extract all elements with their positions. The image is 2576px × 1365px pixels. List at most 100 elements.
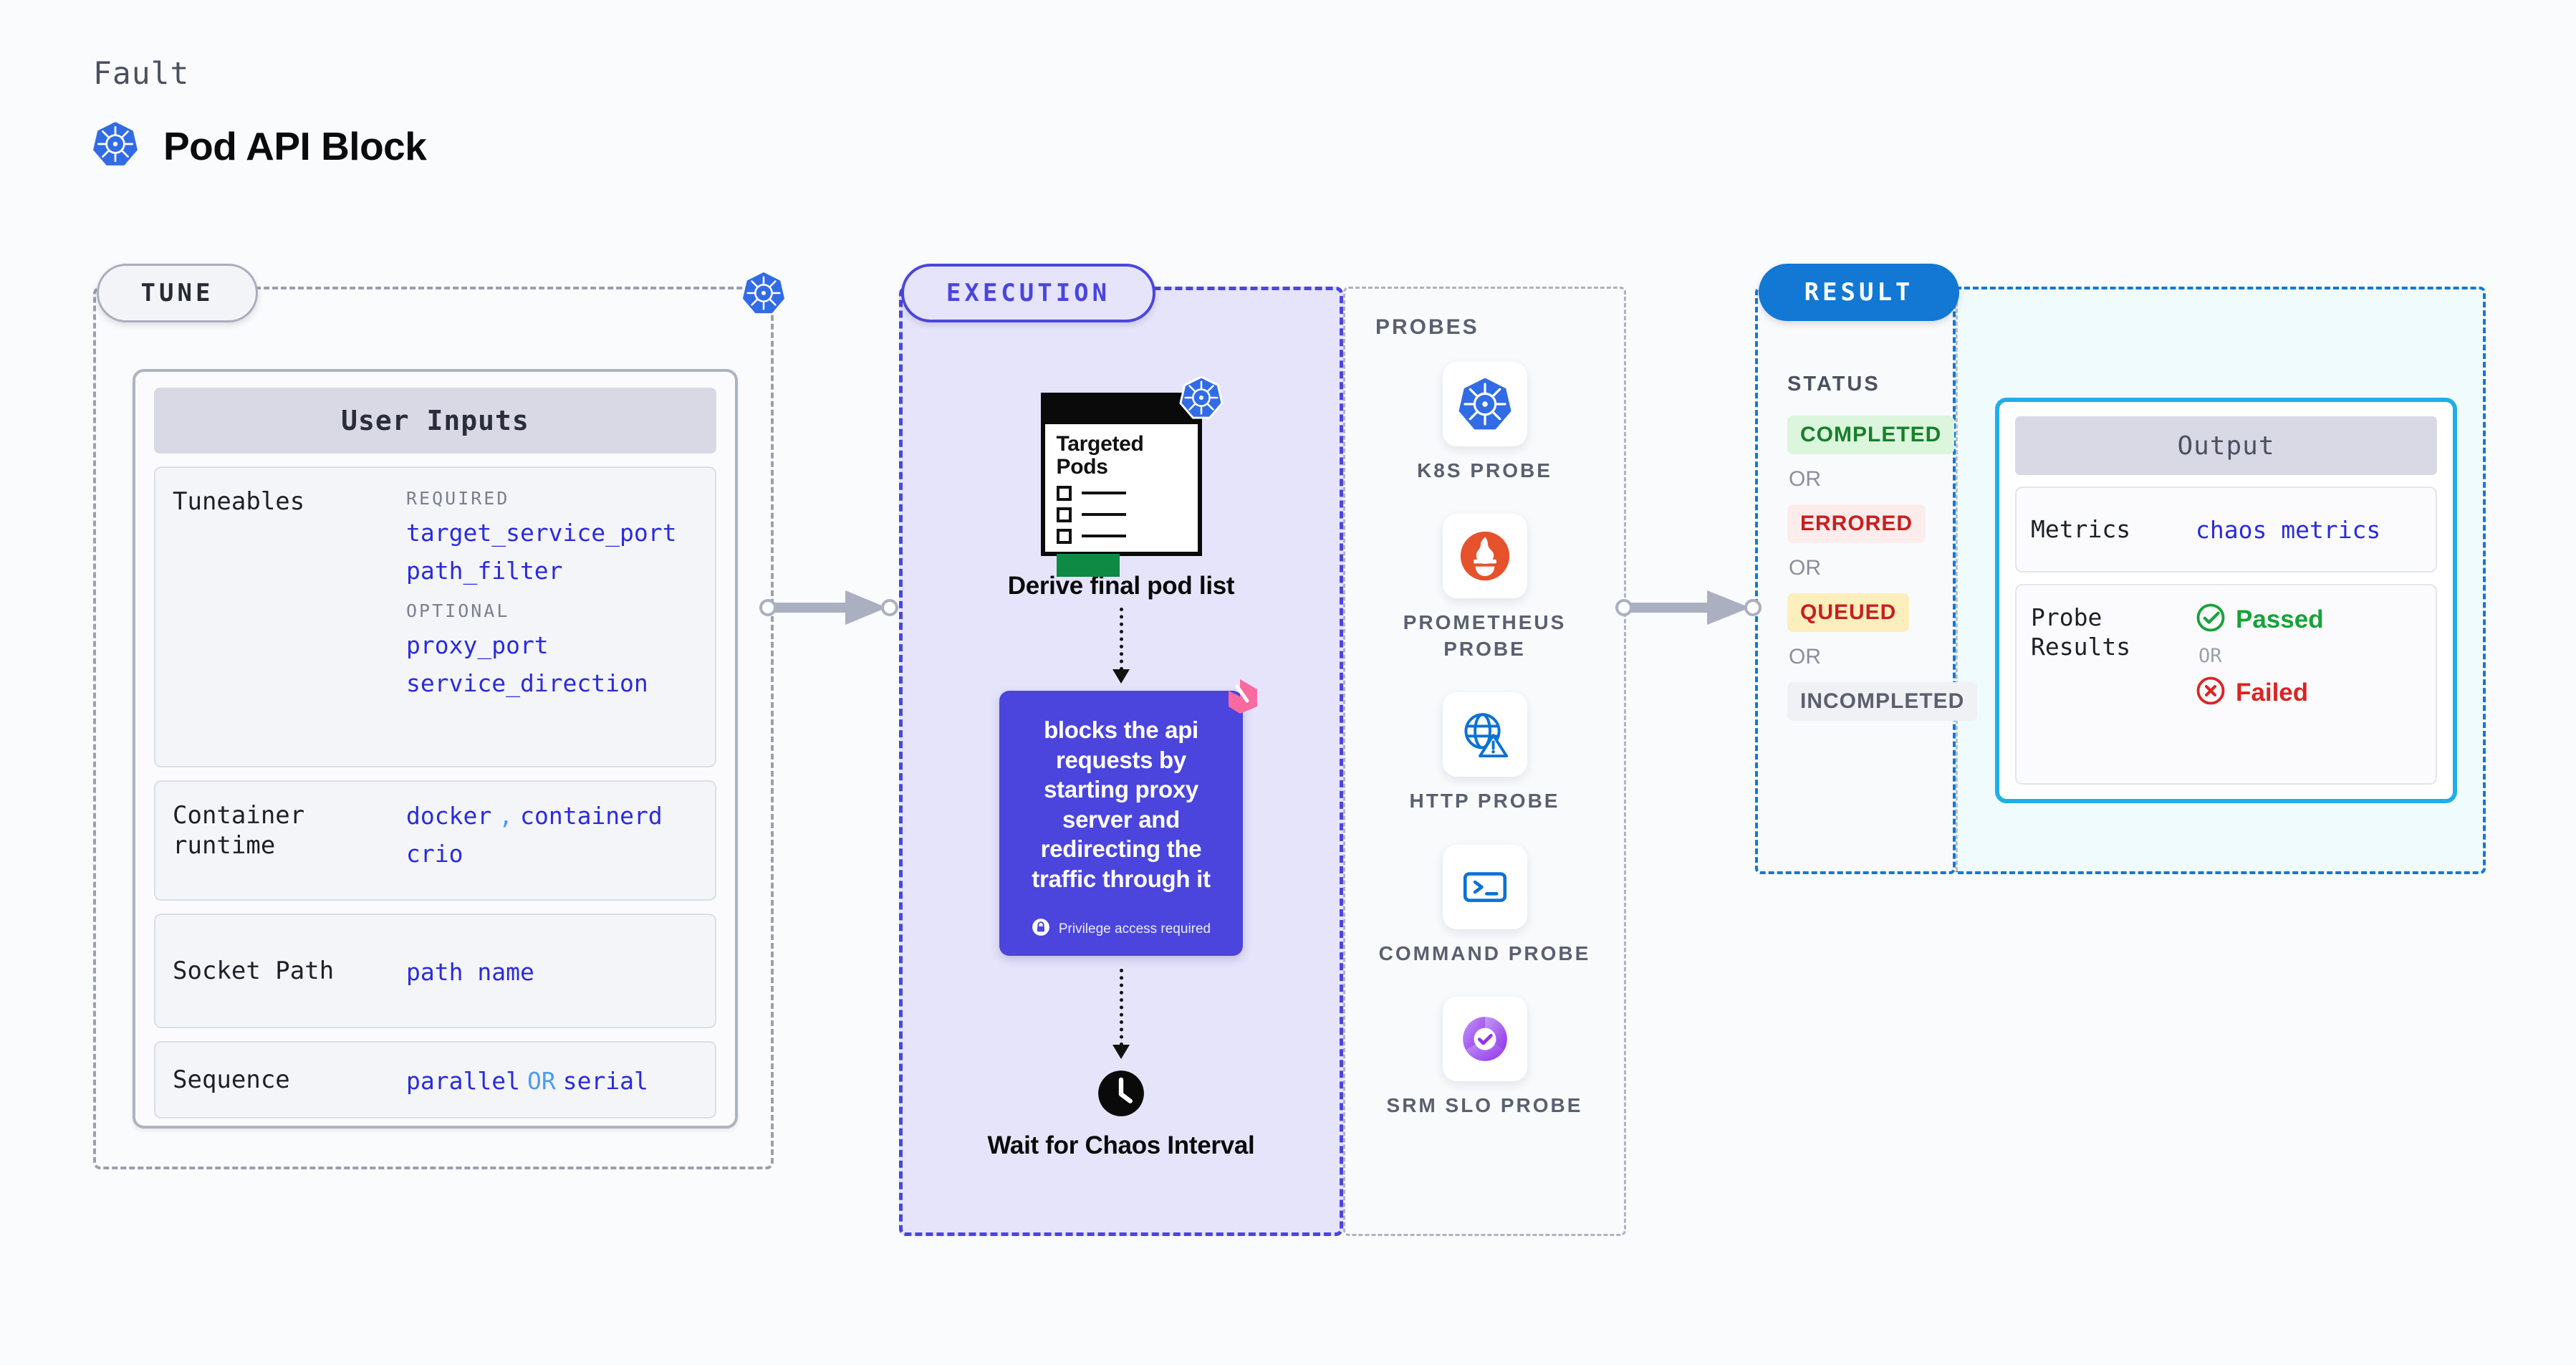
status-or: OR <box>1789 556 1821 580</box>
sequence-parallel[interactable]: parallel <box>406 1066 520 1095</box>
page-eyebrow: Fault <box>93 56 190 92</box>
tune-panel <box>93 287 774 1169</box>
runtime-containerd[interactable]: containerd <box>520 802 663 830</box>
probe-item-k8s[interactable]: K8S PROBE <box>1378 362 1592 484</box>
flow-arrowhead <box>1112 669 1130 684</box>
failed-label: Failed <box>2236 678 2309 707</box>
probe-results-label: Probe Results <box>2031 603 2131 661</box>
runtime-crio[interactable]: crio <box>406 840 463 868</box>
flow-connector <box>1119 608 1123 671</box>
user-inputs-title: User Inputs <box>154 388 716 454</box>
podcard-progress-bar <box>1056 553 1120 577</box>
lock-icon <box>1032 918 1050 940</box>
probe-result-or: OR <box>2198 645 2222 667</box>
passed-label: Passed <box>2236 605 2324 633</box>
kubernetes-icon <box>741 271 786 319</box>
tuneable-service-direction[interactable]: service_direction <box>406 669 648 697</box>
probes-title: PROBES <box>1375 315 1479 339</box>
runtime-docker[interactable]: docker <box>406 802 492 830</box>
output-title: Output <box>2015 416 2437 475</box>
derive-pod-list-label: Derive final pod list <box>1007 572 1235 600</box>
tuneable-target-service-port[interactable]: target_service_port <box>406 519 677 547</box>
metrics-row: Metrics chaos metrics <box>2015 487 2437 573</box>
execution-badge[interactable]: EXECUTION <box>901 264 1155 322</box>
probe-item-srm-slo[interactable]: SRM SLO PROBE <box>1378 996 1592 1119</box>
litmus-icon <box>1219 675 1261 722</box>
kubernetes-icon <box>1442 362 1527 446</box>
page-title-row: Pod API Block <box>92 120 427 171</box>
terminal-icon <box>1442 844 1527 929</box>
podcard-titlebar <box>1044 397 1198 424</box>
fault-action-text: blocks the api requests by starting prox… <box>1032 717 1211 892</box>
sequence-or: OR <box>527 1066 556 1095</box>
podcard-line <box>1045 522 1198 544</box>
status-badge-errored: ERRORED <box>1787 504 1926 543</box>
clock-icon <box>1097 1069 1145 1121</box>
execution-flow: Targeted Pods Derive final pod list <box>899 287 1343 1236</box>
socket-path-value[interactable]: path name <box>406 957 534 986</box>
x-circle-icon <box>2196 676 2226 709</box>
socket-path-label: Socket Path <box>173 956 335 985</box>
podcard-line <box>1045 501 1198 522</box>
sequence-row: Sequence parallel OR serial <box>154 1041 716 1119</box>
probe-item-command[interactable]: COMMAND PROBE <box>1378 844 1592 967</box>
result-output-divider <box>1956 289 1958 871</box>
socket-path-row: Socket Path path name <box>154 914 716 1028</box>
wait-interval-label: Wait for Chaos Interval <box>987 1131 1255 1160</box>
probe-result-failed: Failed <box>2196 676 2324 709</box>
status-or: OR <box>1789 467 1821 491</box>
podcard-line <box>1045 479 1198 501</box>
kubernetes-icon <box>92 120 139 171</box>
container-runtime-label: Container runtime <box>173 801 305 861</box>
runtime-separator: , <box>499 802 514 830</box>
probe-label: PROMETHEUS PROBE <box>1403 611 1567 660</box>
tuneables-row: Tuneables REQUIRED target_service_port p… <box>154 466 716 767</box>
metrics-value[interactable]: chaos metrics <box>2196 515 2381 544</box>
probe-item-http[interactable]: HTTP PROBE <box>1378 692 1592 814</box>
probe-results-row: Probe Results Passed OR <box>2015 584 2437 785</box>
probe-label: SRM SLO PROBE <box>1386 1093 1583 1116</box>
tune-badge[interactable]: TUNE <box>97 264 258 322</box>
status-title: STATUS <box>1787 373 1880 396</box>
status-badge-incompleted: INCOMPLETED <box>1787 682 1978 721</box>
user-inputs-card: User Inputs Tuneables REQUIRED target_se… <box>133 369 738 1129</box>
result-badge[interactable]: RESULT <box>1759 264 1959 321</box>
probe-label: K8S PROBE <box>1417 459 1552 482</box>
privilege-note-row: Privilege access required <box>1018 918 1224 940</box>
srm-slo-icon <box>1442 996 1527 1081</box>
http-globe-icon <box>1442 692 1527 777</box>
tuneable-path-filter[interactable]: path_filter <box>406 557 563 585</box>
container-runtime-row: Container runtime docker , containerd cr… <box>154 780 716 901</box>
required-tag: REQUIRED <box>406 488 510 509</box>
page-title: Pod API Block <box>163 123 427 168</box>
status-or: OR <box>1789 645 1821 669</box>
prometheus-icon <box>1442 514 1527 599</box>
kubernetes-icon <box>1178 375 1224 423</box>
fault-action-card: blocks the api requests by starting prox… <box>999 679 1257 957</box>
sequence-serial[interactable]: serial <box>562 1066 648 1095</box>
privilege-note-text: Privilege access required <box>1058 921 1211 937</box>
probe-item-prometheus[interactable]: PROMETHEUS PROBE <box>1378 514 1592 662</box>
probe-result-passed: Passed <box>2196 603 2324 636</box>
status-badge-completed: COMPLETED <box>1787 416 1955 454</box>
tuneables-label: Tuneables <box>173 487 305 516</box>
flow-connector <box>1119 969 1123 1047</box>
flow-arrowhead <box>1112 1045 1130 1060</box>
connector-arrow-tune-to-execution <box>759 586 903 633</box>
wait-interval-step: Wait for Chaos Interval <box>988 1069 1255 1160</box>
sequence-label: Sequence <box>173 1065 290 1094</box>
probe-label: COMMAND PROBE <box>1378 942 1591 964</box>
probe-list: K8S PROBE PROMETHEUS PROBE <box>1343 362 1626 1119</box>
status-badge-queued: QUEUED <box>1787 593 1910 632</box>
status-list: COMPLETED OR ERRORED OR QUEUED OR INCOMP… <box>1787 416 1978 721</box>
tuneable-proxy-port[interactable]: proxy_port <box>406 631 549 659</box>
targeted-pods-title: Targeted Pods <box>1056 432 1144 479</box>
targeted-pods-illustration: Targeted Pods <box>1040 375 1224 577</box>
optional-tag: OPTIONAL <box>406 600 510 621</box>
check-circle-icon <box>2196 603 2226 636</box>
output-card: Output Metrics chaos metrics Probe Resul… <box>1995 398 2457 803</box>
result-panel <box>1755 287 1956 874</box>
connector-arrow-execution-to-result <box>1615 586 1766 633</box>
metrics-label: Metrics <box>2031 515 2131 544</box>
